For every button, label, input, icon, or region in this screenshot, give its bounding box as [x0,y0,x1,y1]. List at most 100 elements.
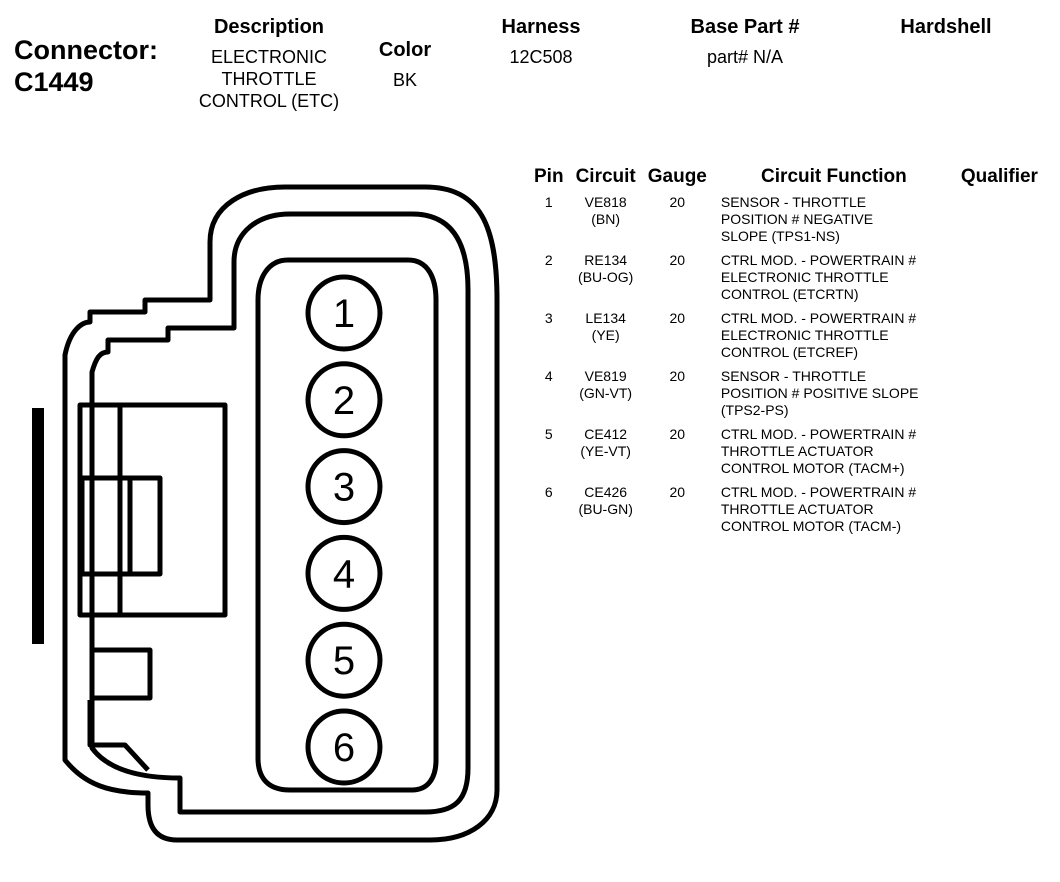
circuit-function-line: SENSOR - THROTTLE [720,194,867,210]
pin-number: 3 [544,310,553,326]
wire-color: (YE-VT) [580,443,631,459]
pin-circle [305,621,383,699]
wire-color: (BU-OG) [578,269,634,285]
qualifier-column-header: Qualifier [960,166,1038,187]
pin-circle [305,534,383,612]
connector-diagram: 1 2 3 4 5 6 [32,184,500,843]
circuit-column-header: Circuit [575,166,636,187]
circuit-function-column-header: Circuit Function [761,166,907,187]
pin-number: 2 [544,252,553,268]
circuit-function-line: CTRL MOD. - POWERTRAIN # [720,252,917,268]
circuit-function-line: ELECTRONIC THROTTLE [720,269,889,285]
circuit-function-line: ELECTRONIC THROTTLE [720,327,889,343]
circuit-id: VE819 [584,368,627,384]
harness-value: 12C508 [509,47,573,67]
gauge-cell: 20 [669,426,686,442]
qualifier-cell [955,310,1044,368]
pin-number: 4 [544,368,553,384]
pin-number: 6 [544,484,553,500]
pin-table-header-row: Pin Circuit Gauge Circuit Function Quali… [528,166,1044,194]
harness-heading: Harness [501,16,581,38]
pin-circle [305,274,383,352]
pin-table: Pin Circuit Gauge Circuit Function Quali… [528,166,1044,542]
circuit-id: LE134 [585,310,626,326]
description-line: CONTROL (ETC) [198,91,340,111]
circuit-cell: LE134(YE) [570,310,642,368]
circuit-function-cell: CTRL MOD. - POWERTRAIN #THROTTLE ACTUATO… [713,484,955,542]
circuit-function-line: SENSOR - THROTTLE [720,368,867,384]
circuit-cell: CE426(BU-GN) [570,484,642,542]
key-bar [32,408,44,644]
circuit-id: VE818 [584,194,627,210]
color-heading: Color [378,39,432,61]
pin-label: 2 [333,379,355,423]
description-value: ELECTRONIC THROTTLE CONTROL (ETC) [179,46,359,112]
connector-id: C1449 [14,67,94,97]
latch-slot [77,402,123,618]
circuit-function-line: THROTTLE ACTUATOR [720,501,874,517]
hardshell-heading: Hardshell [900,16,992,38]
pin-label: 6 [333,726,355,770]
pin-label: 1 [333,292,355,336]
qualifier-cell [955,426,1044,484]
pin-circle [305,448,383,526]
latch-tab [79,475,163,577]
circuit-function-line: (TPS2-PS) [720,402,789,418]
circuit-function-line: CONTROL MOTOR (TACM+) [720,460,905,476]
circuit-function-line: SLOPE (TPS1-NS) [720,228,840,244]
circuit-function-line: CTRL MOD. - POWERTRAIN # [720,310,917,326]
table-row: 3 LE134(YE) 20 CTRL MOD. - POWERTRAIN #ELEC… [528,310,1044,368]
connector-label: Connector: [14,35,158,65]
circuit-function-line: POSITION # POSITIVE SLOPE [720,385,919,401]
base-part-heading: Base Part # [690,16,800,38]
pin-column-header: Pin [534,166,564,187]
pin-label: 3 [333,466,355,510]
pin-number: 5 [544,426,553,442]
pin-circle [305,708,383,786]
circuit-function-cell: CTRL MOD. - POWERTRAIN #THROTTLE ACTUATO… [713,426,955,484]
wire-color: (GN-VT) [579,385,633,401]
base-part-value: part# N/A [706,47,784,67]
connector-housing-inner [89,211,471,815]
connector-housing-outer [62,184,500,843]
gauge-cell: 20 [669,252,686,268]
latch-outline [110,402,228,618]
table-row: 2 RE134(BU-OG) 20 CTRL MOD. - POWERTRAIN #E… [528,252,1044,310]
circuit-cell: RE134(BU-OG) [570,252,642,310]
circuit-function-line: CONTROL MOTOR (TACM-) [720,518,902,534]
pin-label: 5 [333,639,355,683]
wire-color: (YE) [591,327,620,343]
pin-cavity [255,257,439,793]
wire-color: (BN) [591,211,621,227]
pin-label: 4 [333,552,355,596]
circuit-function-line: POSITION # NEGATIVE [720,211,874,227]
circuit-function-cell: CTRL MOD. - POWERTRAIN #ELECTRONIC THROT… [713,310,955,368]
circuit-id: RE134 [584,252,628,268]
circuit-cell: VE819(GN-VT) [570,368,642,426]
lower-step-outline [92,647,153,701]
pin-number: 1 [544,194,553,210]
gauge-cell: 20 [669,310,686,326]
circuit-function-line: THROTTLE ACTUATOR [720,443,874,459]
circuit-function-line: CTRL MOD. - POWERTRAIN # [720,484,917,500]
gauge-column-header: Gauge [647,166,707,187]
connector-title: Connector: C1449 [14,34,158,98]
qualifier-cell [955,252,1044,310]
lower-step-foot [87,700,150,772]
wire-color: (BU-GN) [578,501,633,517]
circuit-function-line: CTRL MOD. - POWERTRAIN # [720,426,917,442]
circuit-function-line: CONTROL (ETCREF) [720,344,859,360]
circuit-id: CE426 [584,484,628,500]
table-row: 6 CE426(BU-GN) 20 CTRL MOD. - POWERTRAIN #T… [528,484,1044,542]
qualifier-cell [955,368,1044,426]
gauge-cell: 20 [669,194,686,210]
gauge-cell: 20 [669,484,686,500]
qualifier-cell [955,194,1044,252]
color-value: BK [392,70,417,90]
pin-circle [305,361,383,439]
